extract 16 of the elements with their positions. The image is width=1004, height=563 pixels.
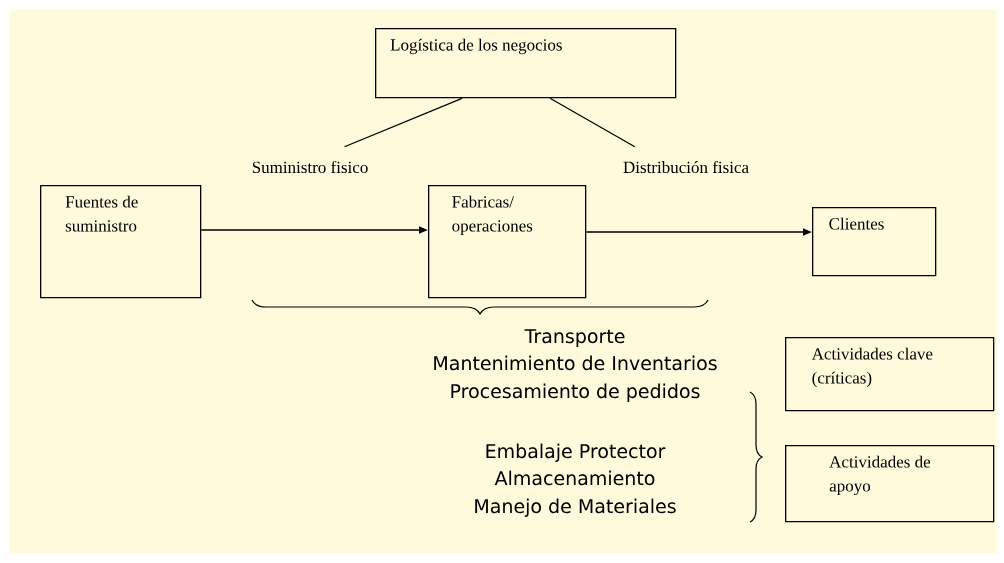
activity-label: Transporte — [524, 329, 625, 347]
process-box: Fabricas/ operaciones — [428, 185, 587, 299]
activity-label: Almacenamiento — [494, 470, 655, 486]
node-label: Distribución fisica — [623, 160, 749, 174]
activity-label: Mantenimiento de Inventarios — [434, 355, 717, 371]
process-box: Logística de los negocios — [375, 28, 677, 99]
activity-label: Manejo de Materiales — [475, 498, 676, 517]
process-box: Actividades clave (críticas) — [785, 337, 995, 412]
node-label: Suministro fisico — [252, 160, 368, 174]
activity-label: Procesamiento de pedidos — [451, 383, 700, 402]
connector-line — [343, 97, 463, 148]
process-box: Actividades de apoyo — [785, 445, 995, 523]
connector-line — [549, 97, 636, 148]
activity-label: Embalaje Protector — [486, 443, 666, 462]
process-box: Clientes — [812, 207, 937, 277]
process-box: Fuentes de suministro — [40, 185, 202, 299]
